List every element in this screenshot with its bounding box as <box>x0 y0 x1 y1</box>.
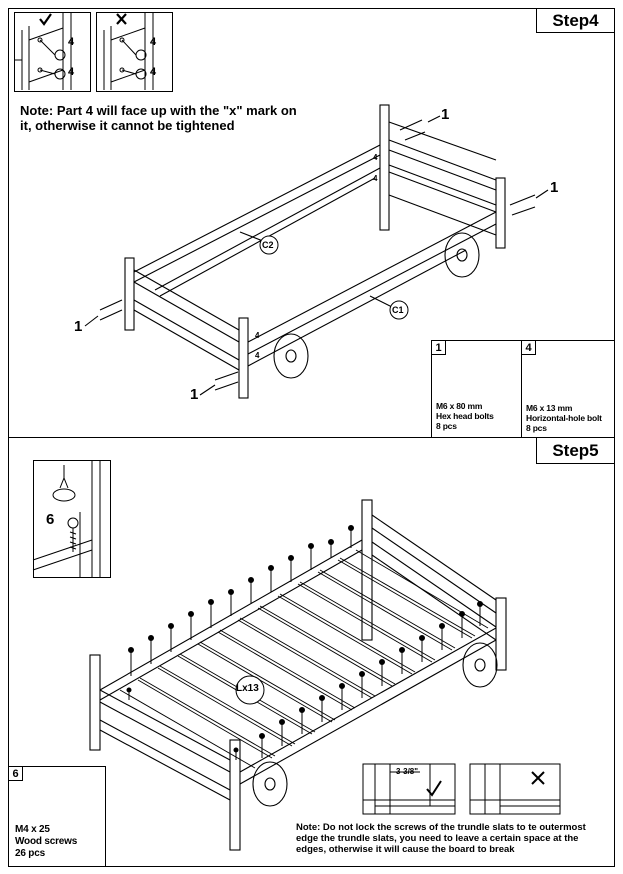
inset-correct-orientation <box>14 12 91 92</box>
callout-part1-right: 1 <box>550 179 559 196</box>
part4-details: M6 x 13 mm Horizontal-hole bolt 8 pcs <box>526 403 602 433</box>
callout-slats-circle <box>235 675 265 705</box>
callout-slats-count: Lx13 <box>236 683 259 694</box>
step4-label: Step4 <box>536 8 615 33</box>
step4-note: Note: Part 4 will face up with the "x" m… <box>20 103 297 133</box>
callout-c2-circle <box>259 235 279 255</box>
callout-part4-inset1-a: 4 <box>68 36 75 48</box>
step5-panel <box>8 437 615 867</box>
callout-part4-foot-b: 4 <box>255 351 260 360</box>
callout-part4-inset1-b: 4 <box>68 66 75 78</box>
callout-part1-top: 1 <box>441 106 450 123</box>
callout-part4-head-a: 4 <box>373 153 378 162</box>
callout-part4-foot-a: 4 <box>255 331 260 340</box>
callout-rail-c2: C2 <box>262 240 274 250</box>
wood-screws-rows <box>126 525 483 760</box>
slat-detail-wrong <box>469 763 561 815</box>
inset-correct-drawing <box>14 12 72 90</box>
callout-part6-detail: 6 <box>46 511 55 528</box>
bed-frame-step5 <box>89 499 507 851</box>
slat-gap-dimension: 3-3/8" <box>396 767 419 776</box>
inset-wrong-orientation <box>96 12 173 92</box>
step5-label: Step5 <box>536 437 615 464</box>
callout-part1-bottom: 1 <box>190 386 199 403</box>
inset-wrong-drawing <box>103 12 154 90</box>
callout-c1-circle <box>389 300 409 320</box>
part6-details: M4 x 25 Wood screws 26 pcs <box>15 824 78 859</box>
bed-frame-step4 <box>84 104 549 399</box>
checkmark-icon <box>39 13 52 26</box>
cross-icon <box>531 771 545 785</box>
part6-number: 6 <box>9 767 23 781</box>
callout-part1-left: 1 <box>74 318 83 335</box>
inset-screw-detail <box>33 460 111 578</box>
callout-part4-inset2-b: 4 <box>150 66 157 78</box>
slat-detail-correct <box>362 763 456 815</box>
part1-number: 1 <box>432 341 446 355</box>
part1-details: M6 x 80 mm Hex head bolts 8 pcs <box>436 401 494 431</box>
part6-box: 6 M4 x 25 Wood screws 26 pcs <box>8 766 106 867</box>
part4-number: 4 <box>522 341 536 355</box>
callout-part4-inset2-a: 4 <box>150 36 157 48</box>
cross-icon <box>116 13 127 25</box>
screw-detail-drawing <box>32 460 101 578</box>
checkmark-icon <box>426 780 442 797</box>
callout-rail-c1: C1 <box>392 305 404 315</box>
callout-part4-head-b: 4 <box>373 174 378 183</box>
step5-note: Note: Do not lock the screws of the trun… <box>296 822 586 855</box>
part4-box: 4 M6 x 13 mm Horizontal-hole bolt 8 pcs <box>521 340 615 438</box>
